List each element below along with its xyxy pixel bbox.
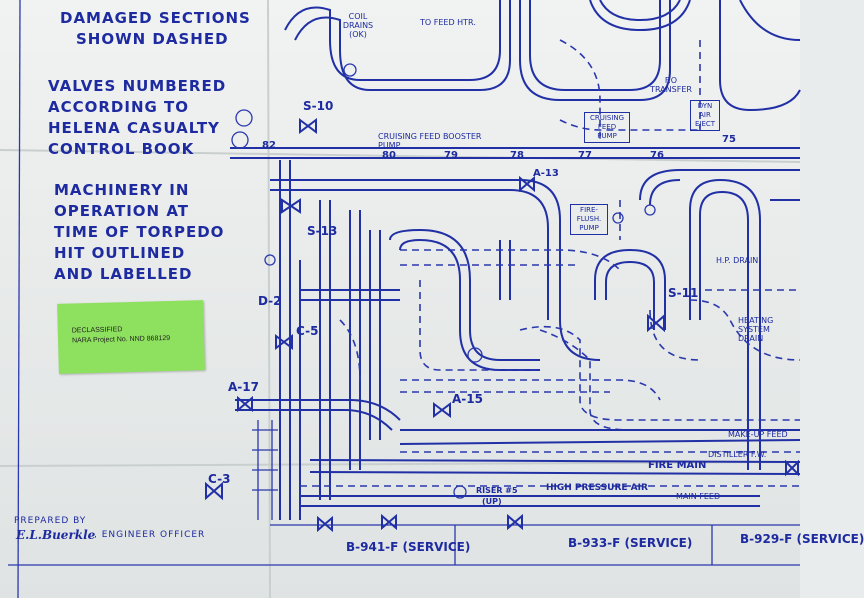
valve-label-a15: A-15 [452,392,483,406]
note-valves-line4: CONTROL BOOK [48,140,195,158]
sticker-line2: NARA Project No. NND 868129 [71,334,171,345]
note-machinery-line3: TIME OF TORPEDO [54,223,225,241]
note-machinery-line4: HIT OUTLINED [54,244,186,262]
valve-label-d2: D-2 [258,294,282,308]
label-hp-air: HIGH PRESSURE AIR [546,483,648,493]
label-make-up-feed: MAKE-UP FEED [728,430,788,439]
label-distiller: DISTILLER F.W. [708,450,767,459]
label-feed-htr: TO FEED HTR. [420,18,476,27]
station-79: 79 [444,150,458,161]
box-dyn-air-eject: DYN AIR EJECT [690,100,720,131]
signature-title: , ENGINEER OFFICER [94,530,206,540]
signature: E.L.Buerkle [16,528,96,542]
label-hp-drain: H.P. DRAIN [716,256,759,265]
note-valves-line1: VALVES NUMBERED [48,77,227,95]
label-riser: RISER #5 [476,486,518,495]
station-76: 76 [650,150,664,161]
note-damaged: DAMAGED SECTIONS SHOWN DASHED [60,8,251,50]
valve-label-a17: A-17 [228,380,259,394]
label-riser-up: (UP) [482,497,502,506]
station-80: 80 [382,150,396,161]
label-fire-main: FIRE MAIN [648,460,707,471]
label-main-feed: MAIN FEED [676,492,721,501]
note-valves-line2: ACCORDING TO [48,98,190,116]
box-fire-flush-pump: FIRE- FLUSH. PUMP [570,204,608,235]
bulkhead-b929: B-929-F (SERVICE) [740,532,864,546]
note-machinery-line5: AND LABELLED [54,265,193,283]
station-78: 78 [510,150,524,161]
note-damaged-line2: SHOWN DASHED [76,30,229,48]
note-damaged-line1: DAMAGED SECTIONS [60,9,251,27]
declassified-sticker: DECLASSIFIED NARA Project No. NND 868129 [57,300,205,374]
valve-label-s13: S-13 [307,224,338,238]
station-82: 82 [262,140,276,151]
piping-diagram [0,0,801,598]
valve-label-c5: C-5 [296,324,319,338]
note-machinery-line1: MACHINERY IN [54,181,190,199]
prepared-by: PREPARED BY [14,516,87,526]
sticker-line1: DECLASSIFIED [71,326,123,335]
station-75: 75 [722,134,736,145]
note-valves-line3: HELENA CASUALTY [48,119,220,137]
label-cruising-booster: CRUISING FEED BOOSTER PUMP [378,132,482,150]
valve-label-s10: S-10 [303,99,334,113]
valve-label-c3: C-3 [208,472,231,486]
note-valves: VALVES NUMBERED ACCORDING TO HELENA CASU… [48,76,226,160]
label-coil-drains: COIL DRAINS (OK) [342,12,374,39]
box-cruising-feed-pump: CRUISING FEED PUMP [584,112,630,143]
label-heating-drain: HEATING SYSTEM DRAIN [738,316,774,343]
bulkhead-b933: B-933-F (SERVICE) [568,536,693,550]
bulkhead-b941: B-941-F (SERVICE) [346,540,471,554]
station-77: 77 [578,150,592,161]
note-machinery-line2: OPERATION AT [54,202,190,220]
label-fo-transfer: F.O TRANSFER [650,76,692,94]
valve-label-s11: S-11 [668,286,699,300]
note-machinery: MACHINERY IN OPERATION AT TIME OF TORPED… [54,180,224,285]
valve-label-a13: A-13 [533,168,559,179]
